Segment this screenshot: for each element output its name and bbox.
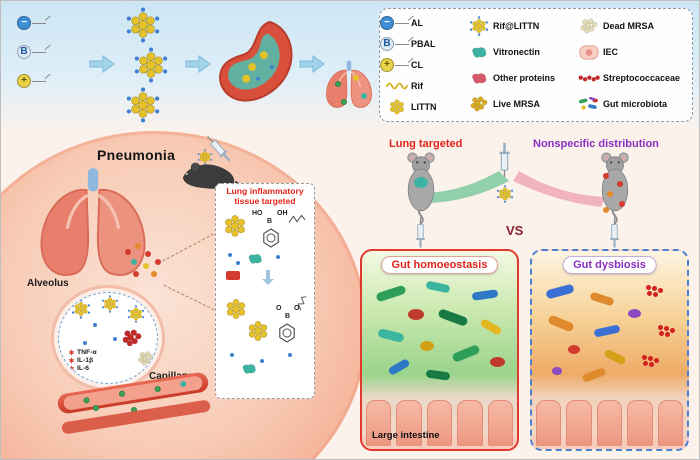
cytokine-il1b: IL-1β [68, 357, 97, 364]
alkyl-chain-icon [288, 213, 306, 225]
nanoparticle-cluster-icon [246, 319, 270, 343]
legend-column-1: − AL B PBAL + CL Rif LITTN [380, 13, 468, 117]
dead-mrsa-icon [137, 351, 155, 366]
syringe-icon [609, 217, 620, 249]
al-lipid-icon: − [17, 15, 51, 30]
legend-item-al: − AL [380, 14, 468, 33]
legend-item-other-proteins: Other proteins [468, 69, 578, 88]
cytokine-burst-icon [68, 357, 75, 364]
intestinal-epithelium [536, 390, 684, 446]
cl-symbol: + [17, 73, 31, 88]
assembly-flow-band: − B + − A [1, 1, 699, 133]
legend-item-rif-littn: Rif@LITTN [468, 17, 578, 36]
pneumonia-title: Pneumonia [97, 147, 176, 163]
cl-symbol: + [380, 57, 394, 72]
cytokine-labels: TNF-α IL-1β IL-6 [68, 349, 97, 372]
legend-item-streptococcaceae: Streptococcaceae [578, 69, 682, 88]
dead-mrsa-icon [579, 18, 599, 34]
other-proteins-icon [469, 72, 489, 85]
pbal-symbol: B [17, 44, 31, 59]
gut-homeostasis-title: Gut homoeostasis [380, 256, 499, 274]
legend-item-vitronectin: Vitronectin [468, 43, 578, 62]
gut-dysbiosis-title: Gut dysbiosis [562, 256, 657, 274]
gut-microbiota-icon [578, 97, 600, 111]
flow-arrow-icon [89, 55, 115, 73]
distribution-arrows [427, 171, 605, 207]
lungs-icon [321, 59, 377, 113]
gut-dysbiosis-box: Gut dysbiosis [530, 249, 689, 451]
cl-lipid-icon: + [17, 73, 51, 88]
legend-item-littn: LITTN [386, 97, 468, 116]
alveolus-illustration: TNF-α IL-1β IL-6 [51, 285, 165, 391]
lung-targeted-heading: Lung targeted [389, 138, 463, 150]
cytokine-il6: IL-6 [68, 365, 97, 372]
live-mrsa-icon [469, 96, 489, 112]
benzene-ring-icon [262, 228, 280, 248]
systemic-distribution-dots [599, 169, 633, 217]
reaction-arrow-icon [262, 269, 274, 286]
nanoparticle-icon [133, 47, 169, 83]
intestinal-epithelium [366, 390, 514, 446]
vs-label: VS [506, 223, 524, 238]
legend-item-dead-mrsa: Dead MRSA [578, 17, 682, 36]
live-mrsa-icon [121, 329, 143, 347]
gut-bacteria-dysbiotic [538, 279, 681, 387]
streptococcaceae-icon [578, 74, 600, 83]
iec-icon [579, 45, 599, 60]
gut-bacteria-healthy [368, 279, 511, 387]
nanoparticle-icon [127, 305, 145, 323]
littn-icon [388, 98, 406, 116]
vitronectin-icon [240, 363, 258, 375]
mouse-icon [399, 151, 443, 225]
vitronectin-icon [469, 46, 489, 59]
legend-column-2: Rif@LITTN Vitronectin Other proteins Liv… [468, 13, 578, 117]
rif-littn-icon [469, 16, 489, 36]
nanoparticle-icon [101, 295, 119, 313]
alveolus-interior: TNF-α IL-1β IL-6 [58, 292, 158, 384]
targeted-lung-highlight [414, 177, 428, 188]
inflamed-tissue-illustration [213, 9, 301, 121]
legend-box: − AL B PBAL + CL Rif LITTN [379, 8, 693, 122]
inset-title: Lung inflammatory tissue targeted [226, 186, 304, 206]
rif-icon [386, 81, 408, 91]
infection-site [121, 241, 169, 281]
legend-item-pbal: B PBAL [380, 35, 468, 54]
nanoparticle-icon [197, 149, 213, 165]
nanoparticle-cluster-icon [222, 213, 248, 239]
legend-column-3: Dead MRSA IEC Streptococcaceae Gut micro… [578, 13, 682, 117]
legend-item-gut-microbiota: Gut microbiota [578, 95, 682, 114]
gut-homeostasis-box: Gut homoeostasis Large intestine [360, 249, 519, 451]
inset-lung-targeting: Lung inflammatory tissue targeted HO B O… [215, 183, 315, 399]
cytokine-burst-icon [68, 349, 75, 356]
nanoparticle-cluster-icon [224, 297, 248, 321]
al-symbol: − [17, 15, 31, 30]
benzene-ring-icon [278, 323, 296, 343]
cytokine-burst-icon [68, 365, 75, 372]
legend-item-rif: Rif [386, 76, 468, 95]
flow-arrow-icon [185, 55, 211, 73]
ros-badge [226, 270, 240, 280]
alveolus-label: Alveolus [27, 278, 69, 289]
large-intestine-label: Large intestine [372, 430, 440, 441]
legend-item-cl: + CL [380, 55, 468, 74]
lipid-components: − B + [17, 15, 51, 88]
legend-item-live-mrsa: Live MRSA [468, 95, 578, 114]
nanoparticle-icon [125, 7, 161, 43]
nanoparticle-icon [125, 87, 161, 123]
al-symbol: − [380, 16, 394, 31]
pbal-symbol: B [380, 37, 394, 52]
syringe-icon [415, 217, 426, 249]
legend-item-iec: IEC [578, 43, 682, 62]
pbal-lipid-icon: B [17, 44, 51, 59]
nanoparticle-icon [71, 299, 91, 319]
nonspecific-heading: Nonspecific distribution [533, 138, 659, 150]
vitronectin-icon [246, 253, 264, 265]
cytokine-tnf: TNF-α [68, 349, 97, 356]
inset-chemistry-illustration: HO B OH O B O [220, 207, 310, 391]
